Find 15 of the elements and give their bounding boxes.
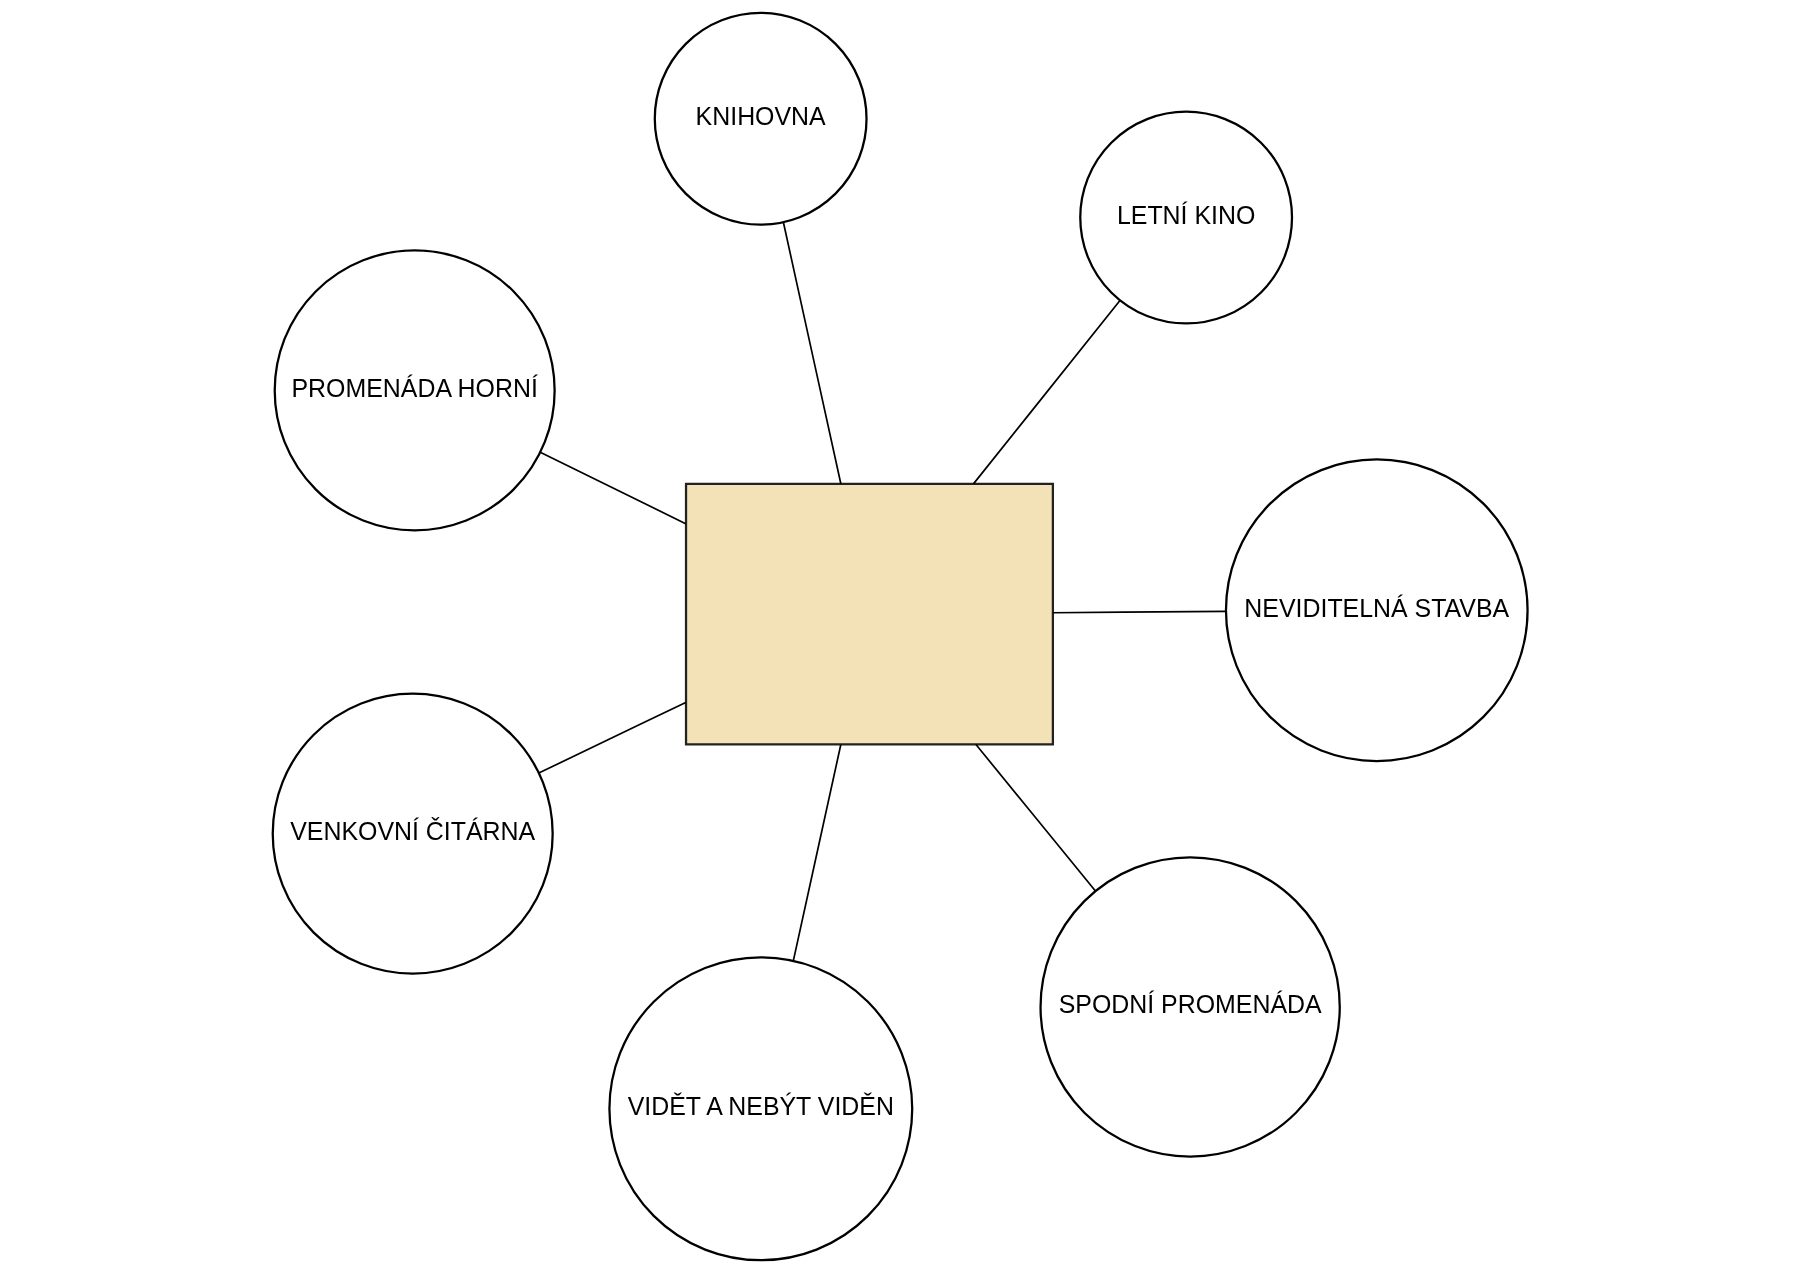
node-circle: LETNÍ KINO [1079, 110, 1294, 325]
connector [792, 743, 842, 962]
connector [538, 701, 687, 774]
node-circle: VIDĚT A NEBÝT VIDĚN [608, 956, 914, 1262]
connector [1052, 610, 1227, 614]
connector [782, 221, 842, 485]
node-box [684, 482, 1055, 746]
node-circle: NEVIDITELNÁ STAVBA [1224, 458, 1529, 763]
node-circle: PROMENÁDA HORNÍ [273, 249, 556, 532]
connector [975, 743, 1097, 892]
connector [539, 451, 687, 525]
connector [972, 299, 1121, 485]
node-circle: SPODNÍ PROMENÁDA [1039, 856, 1341, 1158]
node-circle: KNIHOVNA [653, 11, 868, 226]
node-circle: VENKOVNÍ ČITÁRNA [271, 692, 554, 975]
